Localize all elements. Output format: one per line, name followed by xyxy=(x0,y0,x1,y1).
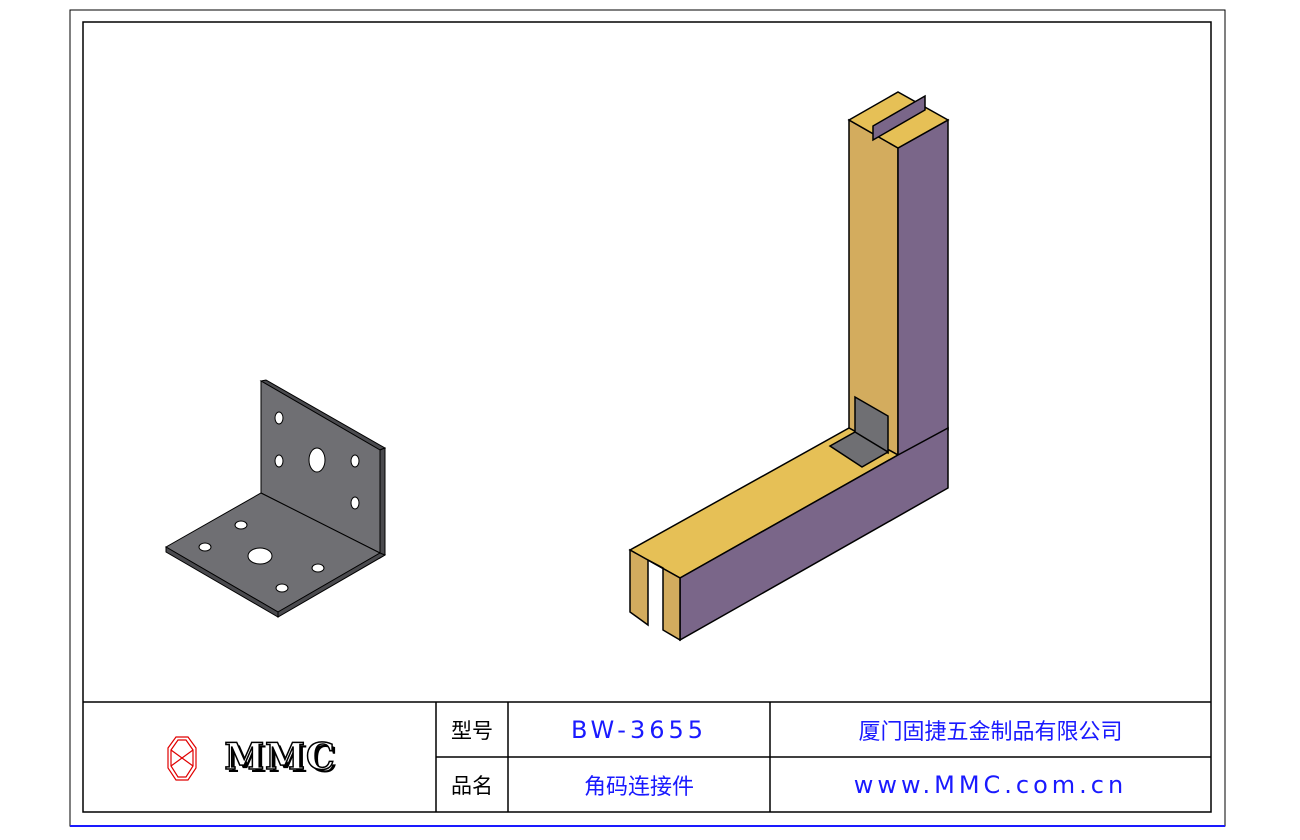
model-label: 型号 xyxy=(451,718,493,743)
company-website: www.MMC.com.cn xyxy=(853,770,1128,799)
logo-text: MMC xyxy=(224,735,336,779)
company-logo: MMC xyxy=(200,732,360,782)
company-name: 厦门固捷五金制品有限公司 xyxy=(858,719,1123,745)
angle-bracket-drawing xyxy=(164,379,387,618)
name-value: 角码连接件 xyxy=(583,774,694,800)
title-block-lines xyxy=(83,701,1211,812)
name-label: 品名 xyxy=(451,773,493,798)
inner-frame xyxy=(82,21,1212,813)
model-value: BW-3655 xyxy=(570,715,708,744)
logo-emblem xyxy=(167,736,197,781)
wood-frame-assembly-drawing xyxy=(628,91,950,642)
